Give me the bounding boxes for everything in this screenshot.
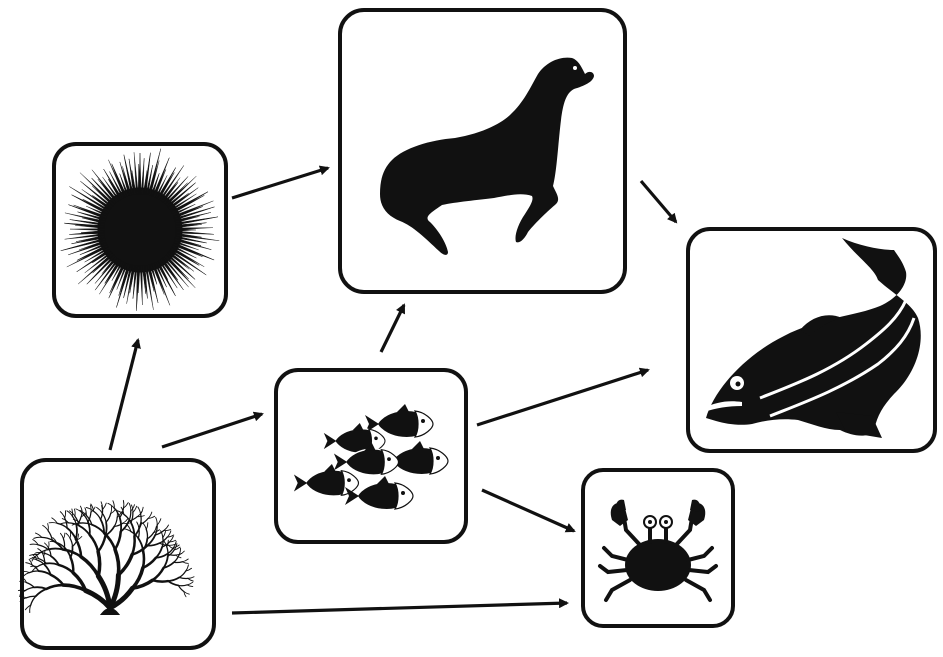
arrow-kelp-to-crab: [232, 603, 567, 613]
sea-lion-eye: [573, 66, 577, 70]
node-small-fish-school: [276, 370, 466, 542]
node-sea-urchin: [54, 144, 226, 316]
kelp-branch: [153, 580, 169, 581]
arrow-kelp-to-sea-urchin: [110, 340, 138, 450]
kelp-branch: [141, 514, 142, 524]
arrow-small-fish-school-to-large-fish: [477, 370, 648, 425]
arrow-sea-urchin-to-sea-lion: [232, 168, 328, 198]
arrow-small-fish-school-to-crab: [482, 490, 574, 531]
arrow-kelp-to-small-fish-school: [162, 414, 262, 447]
kelp-branch: [143, 551, 144, 568]
node-kelp: [18, 460, 214, 648]
node-crab: [583, 470, 733, 626]
kelp-branch: [123, 500, 124, 508]
node-large-fish: [688, 229, 935, 451]
arrow-small-fish-school-to-sea-lion: [381, 305, 404, 352]
node-sea-lion: [340, 10, 625, 292]
kelp-branch: [48, 549, 63, 550]
kelp-branch: [98, 552, 100, 576]
arrow-sea-lion-to-large-fish: [641, 181, 676, 222]
